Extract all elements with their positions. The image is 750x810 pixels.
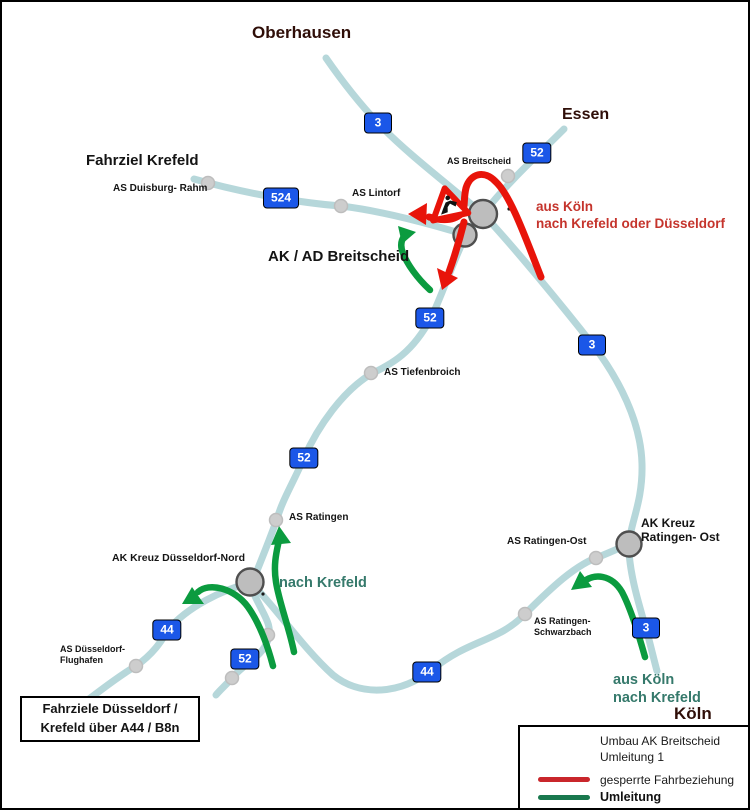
detour-arrowhead-a44-west xyxy=(182,587,204,604)
label-aus-koeln-nach-krefeld: aus Köln nach Krefeld xyxy=(613,672,701,707)
fahrziele-info-box: Fahrziele Düsseldorf / Krefeld über A44 … xyxy=(20,696,200,742)
detour-arrowhead-breitscheid xyxy=(398,226,416,244)
detour-arrowhead-ratingen-ost xyxy=(571,571,592,590)
detour-a44-west-arc xyxy=(194,583,277,670)
label-blocked-note: aus Köln nach Krefeld oder Düsseldorf xyxy=(536,199,726,231)
label-as-breitscheid: AS Breitscheid xyxy=(447,156,512,166)
legend-blocked-line-swatch xyxy=(538,777,590,782)
route-shield-a44-west: 44 xyxy=(152,619,182,641)
label-nach-krefeld: nach Krefeld xyxy=(279,575,367,591)
road-a3-north xyxy=(322,54,487,218)
label-ak-ad-breitscheid: AK / AD Breitscheid xyxy=(268,248,410,265)
blocked-route-branch-south xyxy=(445,218,468,276)
route-shield-a524: 524 xyxy=(262,187,300,209)
blocked-arrowhead-south xyxy=(437,268,458,290)
route-shield-a3-mid: 3 xyxy=(578,334,606,356)
node-ak-duesseldorf-nord xyxy=(235,567,265,597)
label-as-duisburg-rahm: AS Duisburg- Rahm xyxy=(113,183,208,194)
legend-box: Umbau AK Breitscheid Umleitung 1 gesperr… xyxy=(518,725,748,808)
label-as-duesseldorf-flughafen: AS Düsseldorf- Flughafen xyxy=(60,644,126,665)
node-as-tiefenbroich xyxy=(363,365,379,381)
city-label-koeln: Köln xyxy=(674,704,712,723)
route-shield-a44-mid: 44 xyxy=(412,661,442,683)
legend-title: Umbau AK Breitscheid Umleitung 1 xyxy=(600,734,721,764)
label-as-ratingen: AS Ratingen xyxy=(289,512,349,523)
node-ak-breitscheid xyxy=(467,198,499,230)
route-shield-a3-north: 3 xyxy=(364,112,392,134)
detour-route-green xyxy=(182,226,649,670)
node-as-ratingen-schwarzbach xyxy=(517,606,533,622)
node-as-ratingen-ost xyxy=(588,550,604,566)
map-dot xyxy=(261,592,265,596)
route-shield-a52-lower: 52 xyxy=(289,447,319,469)
city-label-essen: Essen xyxy=(562,106,610,123)
route-shield-a52-mid: 52 xyxy=(415,307,445,329)
label-ak-kreuz-ratingen-ost: AK Kreuz Ratingen- Ost xyxy=(641,516,720,544)
road-a52-duesseldorf xyxy=(212,590,273,699)
label-fahrziel-krefeld: Fahrziel Krefeld xyxy=(86,152,199,169)
route-shield-a52-south: 52 xyxy=(230,648,260,670)
route-shield-a3-south: 3 xyxy=(632,617,660,639)
route-shield-a52-essen: 52 xyxy=(522,142,552,164)
legend-detour-line-swatch xyxy=(538,795,590,800)
label-as-lintorf: AS Lintorf xyxy=(352,188,401,199)
legend-detour-label: Umleitung xyxy=(600,790,662,804)
roadworks-warning-icon xyxy=(430,185,472,224)
label-ak-kreuz-duesseldorf-nord: AK Kreuz Düsseldorf-Nord xyxy=(112,552,246,564)
legend-blocked-label: gesperrte Fahrbeziehung xyxy=(600,773,735,787)
node-as-breitscheid xyxy=(500,168,516,184)
road-a3-south xyxy=(479,210,661,675)
label-as-ratingen-ost: AS Ratingen-Ost xyxy=(507,536,587,547)
node-as-lintorf xyxy=(333,198,349,214)
node-as-duesseldorf-flughafen xyxy=(128,658,144,674)
blocked-arrowhead-west xyxy=(408,203,427,225)
node-ak-ratingen-ost xyxy=(615,530,643,558)
road-a44-west xyxy=(68,579,253,716)
label-as-tiefenbroich: AS Tiefenbroich xyxy=(384,367,461,378)
detour-arrowhead-nach-krefeld xyxy=(271,526,291,545)
node-as-ratingen xyxy=(268,512,284,528)
junction-nodes-layer xyxy=(128,168,643,686)
city-label-oberhausen: Oberhausen xyxy=(252,23,352,42)
node-a52-south xyxy=(224,670,240,686)
node-as-duisburg-rahm xyxy=(200,175,216,191)
detour-a52-north xyxy=(271,536,298,656)
label-as-ratingen-schwarzbach: AS Ratingen- Schwarzbach xyxy=(534,616,592,637)
